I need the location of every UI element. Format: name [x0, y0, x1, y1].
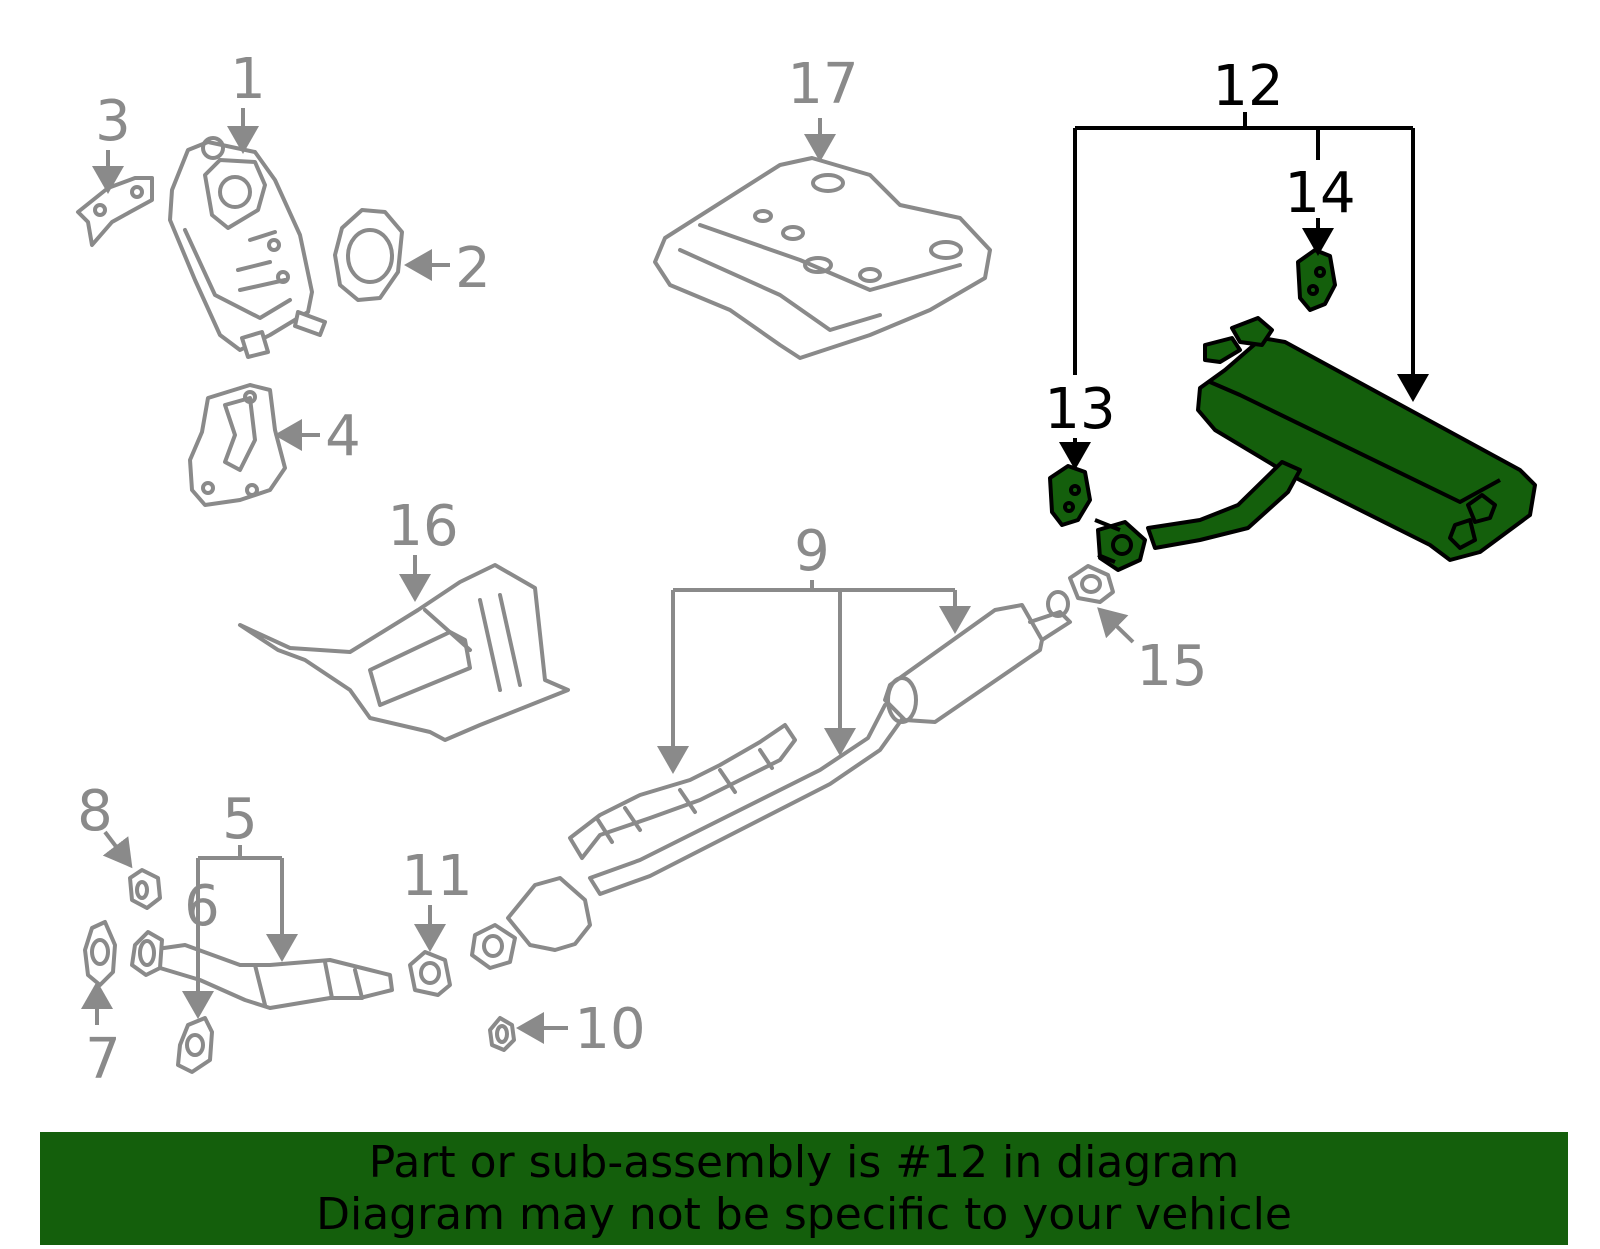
leader-lines — [81, 108, 1135, 1044]
callout-11: 11 — [401, 844, 472, 909]
callout-2: 2 — [455, 236, 491, 301]
callout-4: 4 — [325, 404, 361, 469]
part-15-gasket — [1068, 564, 1115, 604]
part-4-bracket — [188, 383, 287, 507]
callout-17: 17 — [787, 52, 858, 117]
callout-7: 7 — [85, 1027, 121, 1092]
part-9-center-pipe — [470, 590, 1072, 970]
banner-line-2: Diagram may not be specific to your vehi… — [316, 1188, 1292, 1240]
callout-6: 6 — [184, 874, 220, 939]
callout-5: 5 — [222, 787, 258, 852]
callout-14: 14 — [1284, 161, 1355, 226]
info-banner: Part or sub-assembly is #12 in diagram D… — [40, 1132, 1568, 1245]
part-17-heat-shield — [653, 156, 992, 360]
leader-lines-highlight — [1059, 112, 1429, 470]
part-6-gasket — [176, 1016, 214, 1074]
callout-15: 15 — [1136, 634, 1207, 699]
part-1-manifold-converter — [168, 136, 327, 359]
callout-3: 3 — [95, 89, 131, 154]
callout-1: 1 — [230, 47, 266, 112]
callout-10: 10 — [574, 997, 645, 1062]
banner-line-1: Part or sub-assembly is #12 in diagram — [368, 1136, 1240, 1188]
part-16-heat-shield — [238, 563, 570, 742]
part-12-muffler-assembly[interactable] — [1094, 316, 1537, 572]
part-8-nut — [128, 868, 162, 910]
part-14-hanger — [1296, 248, 1337, 312]
part-11-gasket — [408, 950, 452, 997]
callout-16: 16 — [387, 494, 458, 559]
callout-12: 12 — [1212, 54, 1283, 119]
callout-9: 9 — [794, 519, 830, 584]
part-7-gasket — [83, 920, 117, 987]
part-2-gasket — [333, 208, 404, 302]
callout-13: 13 — [1044, 377, 1115, 442]
part-10-nut — [488, 1016, 516, 1052]
part-5-front-pipe — [130, 930, 394, 1010]
part-3-bracket — [76, 176, 154, 247]
part-13-hanger — [1048, 464, 1092, 527]
callout-8: 8 — [77, 779, 113, 844]
